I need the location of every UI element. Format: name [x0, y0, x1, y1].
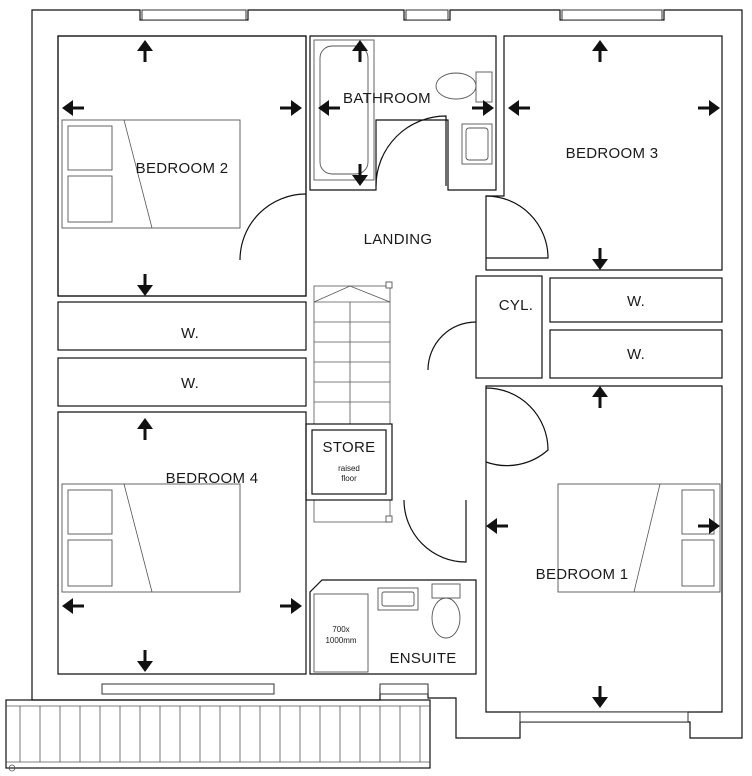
- cylinder-cupboard: CYL.: [475, 275, 543, 379]
- dimension-arrow-icon: [137, 274, 153, 296]
- ensuite-label: ENSUITE: [389, 650, 456, 667]
- bedroom-2: BEDROOM 2: [57, 35, 307, 297]
- dimension-arrow-icon: [137, 40, 153, 62]
- store-label: STORE: [323, 439, 376, 456]
- store-note-line-1: raised: [338, 464, 360, 473]
- dimension-arrow-icon: [472, 100, 494, 116]
- bedroom-1: BEDROOM 1: [485, 385, 723, 713]
- bathroom: BATHROOM: [309, 35, 497, 191]
- dimension-arrows: [62, 40, 720, 708]
- wardrobe-right-lower: W.: [549, 329, 723, 379]
- dimension-arrow-icon: [352, 164, 368, 186]
- bedroom-3: BEDROOM 3: [485, 35, 723, 271]
- dimension-arrow-icon: [698, 100, 720, 116]
- bed-icon: [61, 483, 241, 593]
- bed-icon: [557, 483, 721, 593]
- bedroom-4: BEDROOM 4: [57, 411, 307, 675]
- bathroom-label: BATHROOM: [343, 90, 431, 107]
- bath-icon: [313, 39, 375, 181]
- bed-icon: [61, 119, 241, 229]
- basin-icon: [461, 123, 493, 165]
- landing: LANDING: [364, 231, 433, 248]
- store: STORE raised floor: [305, 423, 393, 501]
- wardrobe-right-upper: W.: [549, 277, 723, 323]
- cylinder-label: CYL.: [499, 297, 534, 314]
- dimension-arrow-icon: [592, 386, 608, 408]
- dimension-arrow-icon: [137, 650, 153, 672]
- wardrobe-label: W.: [627, 293, 645, 310]
- wardrobe-left-lower: W.: [57, 357, 307, 407]
- dimension-arrow-icon: [137, 418, 153, 440]
- dimension-arrow-icon: [280, 598, 302, 614]
- landing-label: LANDING: [364, 231, 433, 248]
- wc-icon: [435, 71, 493, 103]
- window-icon: [101, 9, 689, 723]
- dimension-arrow-icon: [318, 100, 340, 116]
- bedroom-4-label: BEDROOM 4: [166, 470, 259, 487]
- wardrobe-label: W.: [627, 346, 645, 363]
- bedroom-1-label: BEDROOM 1: [536, 566, 629, 583]
- dimension-arrow-icon: [486, 518, 508, 534]
- ensuite: 700x 1000mm ENSUITE: [309, 579, 477, 675]
- wc-icon: [431, 583, 461, 639]
- store-note-line-2: floor: [341, 474, 357, 483]
- dimension-arrow-icon: [352, 40, 368, 62]
- dimension-arrow-icon: [508, 100, 530, 116]
- wardrobe-label: W.: [181, 325, 199, 342]
- stair-icon: [313, 281, 393, 523]
- dimension-arrow-icon: [62, 100, 84, 116]
- dimension-arrow-icon: [62, 598, 84, 614]
- bedroom-3-label: BEDROOM 3: [566, 145, 659, 162]
- dimension-arrow-icon: [280, 100, 302, 116]
- shower-size-line-1: 700x: [332, 625, 349, 634]
- dimension-arrow-icon: [592, 686, 608, 708]
- wardrobe-label: W.: [181, 375, 199, 392]
- basin-icon: [377, 587, 419, 611]
- shower-tray-icon: 700x 1000mm: [313, 593, 369, 673]
- bedroom-2-label: BEDROOM 2: [136, 160, 229, 177]
- dimension-arrow-icon: [592, 248, 608, 270]
- door-swing-icon: [239, 115, 549, 563]
- wardrobe-left-upper: W.: [57, 301, 307, 351]
- external-walls: [31, 9, 743, 739]
- balcony-railing: [5, 699, 431, 772]
- dimension-arrow-icon: [592, 40, 608, 62]
- dimension-arrow-icon: [698, 518, 720, 534]
- shower-size-line-2: 1000mm: [325, 636, 356, 645]
